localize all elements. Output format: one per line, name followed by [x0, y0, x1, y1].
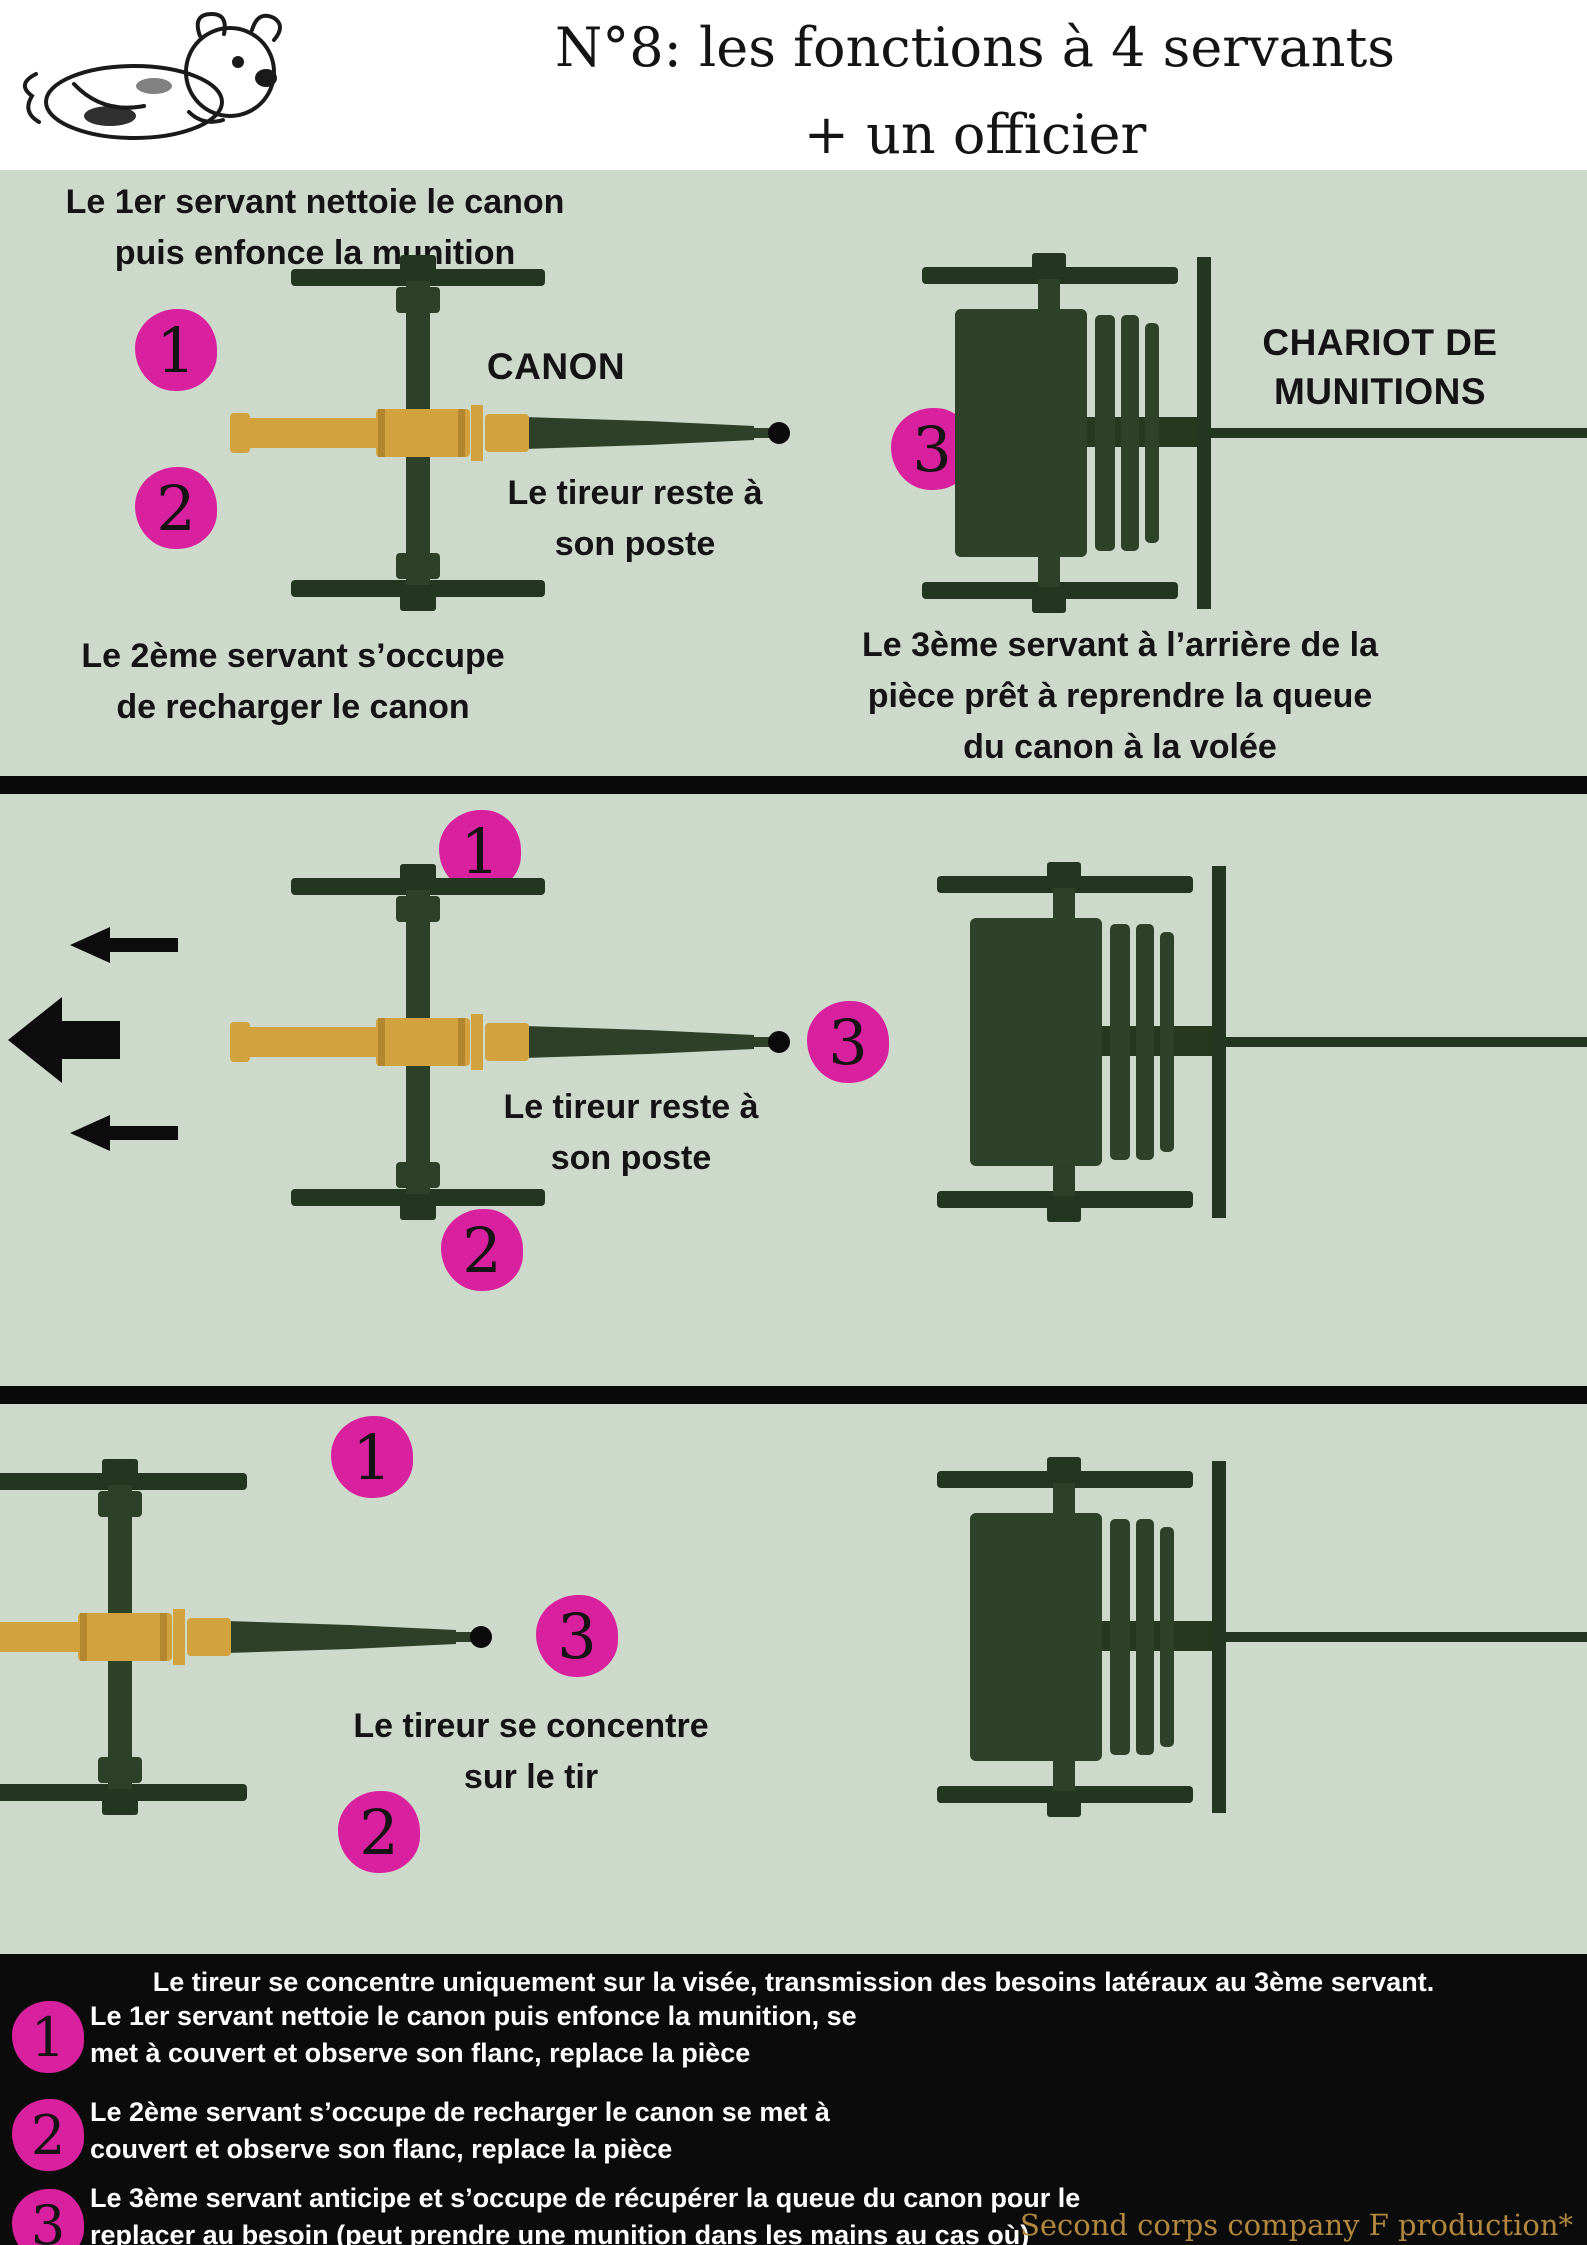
caption-line: son poste	[550, 1139, 712, 1177]
ammo-chariot-top-view	[897, 253, 1587, 613]
page-title: N°8: les fonctions à 4 servants + un off…	[430, 4, 1520, 179]
caption-servant1: Le 1er servant nettoie le canon puis enf…	[10, 177, 620, 279]
left-arrow-icon	[70, 927, 178, 963]
caption-line: pièce prêt à reprendre la queue	[867, 677, 1373, 715]
step-panel-3: 1 3 Le tireur se concentre sur le tir 2	[0, 1404, 1587, 1954]
step-panel-2: 1 Le tireur reste à son poste 3 2	[0, 794, 1587, 1386]
caption-line: Le tireur reste à	[503, 1088, 759, 1126]
footer-marker-3: 3	[12, 2189, 84, 2245]
crew-marker-2: 2	[441, 1209, 523, 1291]
crew-marker-3: 3	[807, 1001, 889, 1083]
footer-item-line: replacer au besoin (peut prendre une mun…	[90, 2220, 1030, 2245]
page-title-line: + un officier	[803, 103, 1147, 167]
footer-marker-2: 2	[12, 2099, 84, 2171]
caption-tireur: Le tireur reste à son poste	[431, 1082, 831, 1184]
crew-marker-2: 2	[338, 1791, 420, 1873]
ammo-chariot-top-view	[912, 862, 1587, 1222]
crew-marker-3: 3	[536, 1595, 618, 1677]
crew-marker-1: 1	[331, 1416, 413, 1498]
chipmunk-logo-icon	[23, 11, 282, 140]
caption-tireur: Le tireur reste à son poste	[435, 468, 835, 570]
footer-intro: Le tireur se concentre uniquement sur la…	[152, 1967, 1435, 1997]
caption-line: Le tireur reste à	[507, 474, 763, 512]
caption-servant2: Le 2ème servant s’occupe de recharger le…	[18, 631, 568, 733]
production-credit: Second corps company F production*	[1019, 2208, 1573, 2242]
footer-item-line: met à couvert et observe son flanc, repl…	[90, 2038, 751, 2068]
caption-line: de recharger le canon	[116, 688, 470, 726]
footer-item-line: Le 3ème servant anticipe et s’occupe de …	[90, 2183, 1081, 2213]
caption-line: Le 3ème servant à l’arrière de la	[862, 626, 1378, 664]
caption-line: puis enfonce la munition	[114, 234, 516, 272]
page-title-line: N°8: les fonctions à 4 servants	[555, 16, 1395, 79]
label-line: MUNITIONS	[1273, 370, 1487, 412]
footer-item-line: Le 1er servant nettoie le canon puis enf…	[90, 2001, 857, 2031]
caption-servant3: Le 3ème servant à l’arrière de la pièce …	[790, 620, 1450, 773]
caption-line: Le 1er servant nettoie le canon	[65, 183, 565, 221]
footer-item-line: couvert et observe son flanc, replace la…	[90, 2134, 673, 2164]
crew-marker-2: 2	[135, 467, 217, 549]
footer-legend: Le tireur se concentre uniquement sur la…	[0, 1954, 1587, 2245]
caption-tireur: Le tireur se concentre sur le tir	[326, 1701, 736, 1803]
footer-item-line: Le 2ème servant s’occupe de recharger le…	[90, 2097, 830, 2127]
caption-line: Le 2ème servant s’occupe	[81, 637, 505, 675]
footer-item-3: Le 3ème servant anticipe et s’occupe de …	[90, 2180, 1080, 2245]
left-arrow-large-icon	[8, 997, 120, 1083]
panel-divider	[0, 1386, 1587, 1404]
label-chariot: CHARIOT DE MUNITIONS	[1180, 319, 1580, 417]
caption-line: son poste	[554, 525, 716, 563]
ammo-chariot-top-view	[912, 1457, 1587, 1817]
label-line: CHARIOT DE	[1262, 322, 1498, 363]
caption-line: Le tireur se concentre	[353, 1707, 709, 1745]
footer-item-1: Le 1er servant nettoie le canon puis enf…	[90, 1998, 857, 2072]
left-arrow-icon	[70, 1115, 178, 1151]
step-panel-1: Le 1er servant nettoie le canon puis enf…	[0, 170, 1587, 776]
label-canon: CANON	[486, 346, 626, 387]
panel-divider	[0, 776, 1587, 794]
footer-item-2: Le 2ème servant s’occupe de recharger le…	[90, 2094, 830, 2168]
footer-marker-1: 1	[12, 2001, 84, 2073]
caption-line: du canon à la volée	[963, 728, 1277, 766]
crew-marker-1: 1	[135, 309, 217, 391]
caption-line: sur le tir	[463, 1758, 599, 1796]
